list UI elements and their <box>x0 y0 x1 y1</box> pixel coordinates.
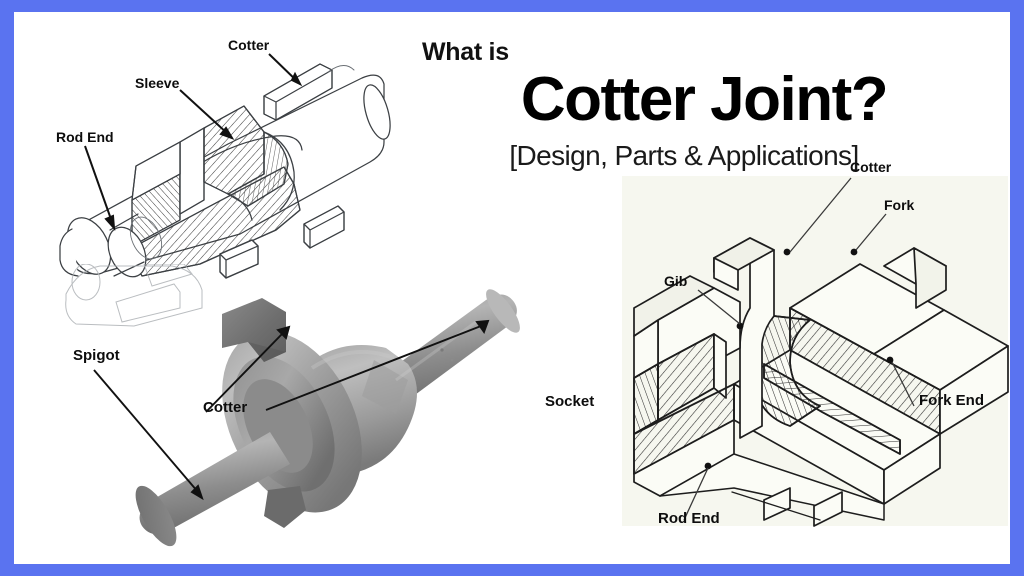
label-cotter-fork: Cotter <box>850 159 892 175</box>
figure-gib-cotter-fork-end: Cotter Fork Gib Fork End Rod End <box>614 148 1010 552</box>
page-title: Cotter Joint? <box>520 65 889 134</box>
label-rod-end-sectional: Rod End <box>56 129 114 145</box>
label-fork: Fork <box>884 197 915 213</box>
headline-block: What is Cotter Joint? [Design, Parts & A… <box>410 40 950 172</box>
headline-subtitle: [Design, Parts & Applications] <box>509 140 859 172</box>
callout-dots <box>704 248 894 470</box>
label-rod-end-fork: Rod End <box>658 510 720 527</box>
label-socket: Socket <box>545 393 595 410</box>
label-fork-end: Fork End <box>919 392 985 409</box>
label-spigot: Spigot <box>73 347 120 364</box>
label-cotter-sectional: Cotter <box>228 37 270 53</box>
label-sleeve: Sleeve <box>135 75 180 91</box>
poster-canvas: What is Cotter Joint? [Design, Parts & A… <box>14 12 1010 564</box>
headline-kicker: What is <box>422 38 509 66</box>
figure-sleeve-cotter-joint: Cotter Sleeve Rod End <box>32 24 412 294</box>
sleeve-cotter-joint-drawing <box>59 63 391 279</box>
label-gib: Gib <box>664 273 688 289</box>
label-cotter-render: Cotter <box>203 399 248 416</box>
fork-end-drawing <box>622 176 1009 527</box>
figure-socket-spigot-render: Spigot Cotter Socket <box>56 264 636 554</box>
